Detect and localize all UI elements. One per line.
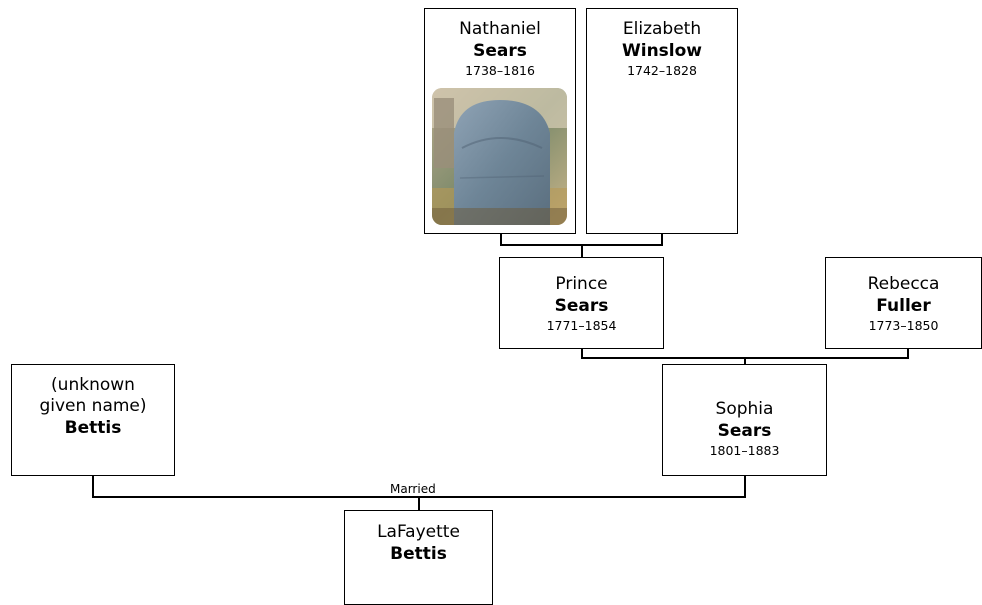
- given-name: Rebecca: [867, 274, 940, 294]
- connector-line: [744, 476, 746, 497]
- surname: Bettis: [64, 418, 122, 438]
- person-rebecca-fuller[interactable]: Rebecca Fuller 1773–1850: [825, 257, 982, 349]
- life-dates: 1773–1850: [868, 318, 939, 333]
- life-dates: 1801–1883: [709, 443, 780, 458]
- given-name: Sophia: [715, 399, 774, 419]
- surname: Fuller: [876, 296, 931, 316]
- life-dates: 1771–1854: [546, 318, 617, 333]
- person-sophia-sears[interactable]: Sophia Sears 1801–1883: [662, 364, 827, 476]
- person-elizabeth-winslow[interactable]: Elizabeth Winslow 1742–1828: [586, 8, 738, 234]
- surname: Sears: [554, 296, 609, 316]
- gravestone-photo[interactable]: [432, 88, 567, 225]
- life-dates: 1742–1828: [627, 63, 697, 78]
- person-lafayette-bettis[interactable]: LaFayette Bettis: [344, 510, 493, 605]
- person-unknown-bettis[interactable]: (unknown given name) Bettis: [11, 364, 175, 476]
- connector-line: [581, 244, 583, 258]
- surname: Sears: [473, 41, 527, 61]
- given-name: Elizabeth: [622, 19, 702, 39]
- given-name-line1: (unknown: [51, 375, 135, 395]
- given-name: Prince: [555, 274, 608, 294]
- connector-line: [92, 476, 94, 497]
- married-label: Married: [390, 482, 436, 496]
- life-dates: 1738–1816: [465, 63, 535, 78]
- given-name: Nathaniel: [459, 19, 541, 39]
- given-name: LaFayette: [377, 522, 460, 542]
- connector-line: [581, 349, 583, 358]
- connector-line: [907, 349, 909, 358]
- given-name-line2: given name): [39, 396, 147, 416]
- connector-line: [661, 234, 663, 245]
- connector-line: [418, 496, 420, 511]
- surname: Bettis: [390, 544, 447, 564]
- surname: Winslow: [621, 41, 702, 61]
- gravestone-image: [432, 88, 567, 225]
- connector-line: [744, 357, 746, 365]
- person-nathaniel-sears[interactable]: Nathaniel Sears 1738–1816: [424, 8, 576, 234]
- connector-line: [500, 234, 502, 245]
- person-prince-sears[interactable]: Prince Sears 1771–1854: [499, 257, 664, 349]
- surname: Sears: [717, 421, 772, 441]
